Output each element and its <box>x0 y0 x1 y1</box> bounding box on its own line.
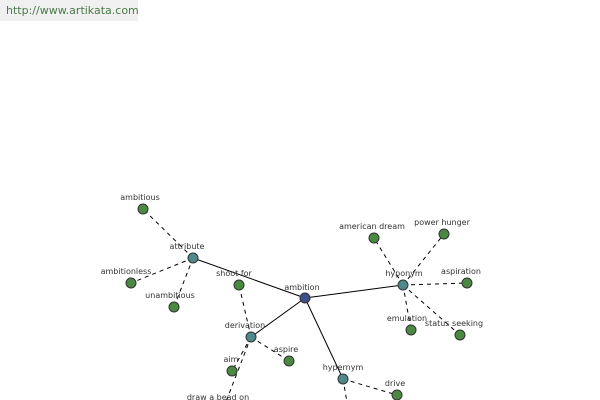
node-label[interactable]: hyponym <box>385 269 423 278</box>
node-draw-a-bead-on[interactable]: draw a bead on <box>187 393 249 400</box>
edge-ambition-derivation <box>250 297 306 338</box>
edge-ambition-hypernym <box>304 297 344 380</box>
node-label[interactable]: unambitious <box>145 291 195 300</box>
node-dot[interactable] <box>454 329 466 341</box>
node-status-seeking[interactable]: status seeking <box>425 319 483 341</box>
node-label[interactable]: aspire <box>274 345 298 354</box>
node-label[interactable]: drive <box>385 379 405 388</box>
node-label[interactable]: emulation <box>387 314 427 323</box>
node-dot[interactable] <box>337 373 349 385</box>
node-drive[interactable]: drive <box>385 379 405 400</box>
node-dot[interactable] <box>397 279 409 291</box>
node-aspire[interactable]: aspire <box>274 345 298 367</box>
node-label[interactable]: american dream <box>339 222 405 231</box>
node-dot[interactable] <box>283 355 295 367</box>
edges-layer <box>130 208 468 400</box>
edge-hyponym-emulation <box>402 284 412 331</box>
node-label[interactable]: power hunger <box>414 218 470 227</box>
edge-hypernym-drive <box>342 378 398 396</box>
node-label[interactable]: ambition <box>284 283 319 292</box>
node-derivation[interactable]: derivation <box>225 321 265 343</box>
node-label[interactable]: derivation <box>225 321 265 330</box>
node-dot[interactable] <box>233 279 245 291</box>
edge-attribute-ambitionless <box>130 257 194 284</box>
node-dot[interactable] <box>461 277 473 289</box>
node-ambition[interactable]: ambition <box>284 283 320 304</box>
node-dot[interactable] <box>125 277 137 289</box>
node-ambitionless[interactable]: ambitionless <box>101 267 152 289</box>
edge-ambition-hyponym <box>304 284 404 299</box>
node-label[interactable]: ambitious <box>120 193 160 202</box>
node-dot[interactable] <box>168 301 180 313</box>
edge-hyponym-power-hunger <box>402 233 445 286</box>
node-emulation[interactable]: emulation <box>387 314 427 336</box>
edge-derivation-aim <box>231 336 252 372</box>
node-attribute[interactable]: attribute <box>170 242 205 264</box>
node-label[interactable]: ambitionless <box>101 267 152 276</box>
edge-derivation-shoot-for <box>238 284 252 338</box>
edge-hyponym-american-dream <box>373 237 404 286</box>
edge-attribute-unambitious <box>173 257 194 308</box>
nodes-layer: ambition attribute hyponym derivation hypern… <box>101 193 483 400</box>
node-label[interactable]: draw a bead on <box>187 393 249 400</box>
node-dot[interactable] <box>137 203 149 215</box>
node-label[interactable]: hypernym <box>323 363 364 372</box>
node-dot[interactable] <box>245 331 257 343</box>
node-hyponym[interactable]: hyponym <box>385 269 423 291</box>
node-label[interactable]: aspiration <box>441 267 481 276</box>
node-american-dream[interactable]: american dream <box>339 222 405 244</box>
node-power-hunger[interactable]: power hunger <box>414 218 471 240</box>
node-label[interactable]: shoot for <box>216 269 252 278</box>
node-dot[interactable] <box>391 389 403 400</box>
site-url-link[interactable]: http://www.artikata.com <box>0 0 139 21</box>
node-hypernym[interactable]: hypernym <box>323 363 364 385</box>
node-shoot-for[interactable]: shoot for <box>216 269 253 291</box>
node-label[interactable]: aim <box>224 355 239 364</box>
node-dot[interactable] <box>438 228 450 240</box>
node-label[interactable]: status seeking <box>425 319 483 328</box>
node-dot[interactable] <box>405 324 417 336</box>
node-label[interactable]: attribute <box>170 242 205 251</box>
node-aspiration[interactable]: aspiration <box>441 267 481 289</box>
node-dot[interactable] <box>299 292 311 304</box>
edge-attribute-ambitious <box>142 208 194 259</box>
edge-ambition-attribute <box>192 257 306 299</box>
node-dot[interactable] <box>368 232 380 244</box>
node-aim[interactable]: aim <box>224 355 239 377</box>
node-ambitious[interactable]: ambitious <box>120 193 160 215</box>
node-unambitious[interactable]: unambitious <box>145 291 195 313</box>
node-dot[interactable] <box>226 365 238 377</box>
edge-hyponym-aspiration <box>402 282 468 286</box>
node-dot[interactable] <box>187 252 199 264</box>
